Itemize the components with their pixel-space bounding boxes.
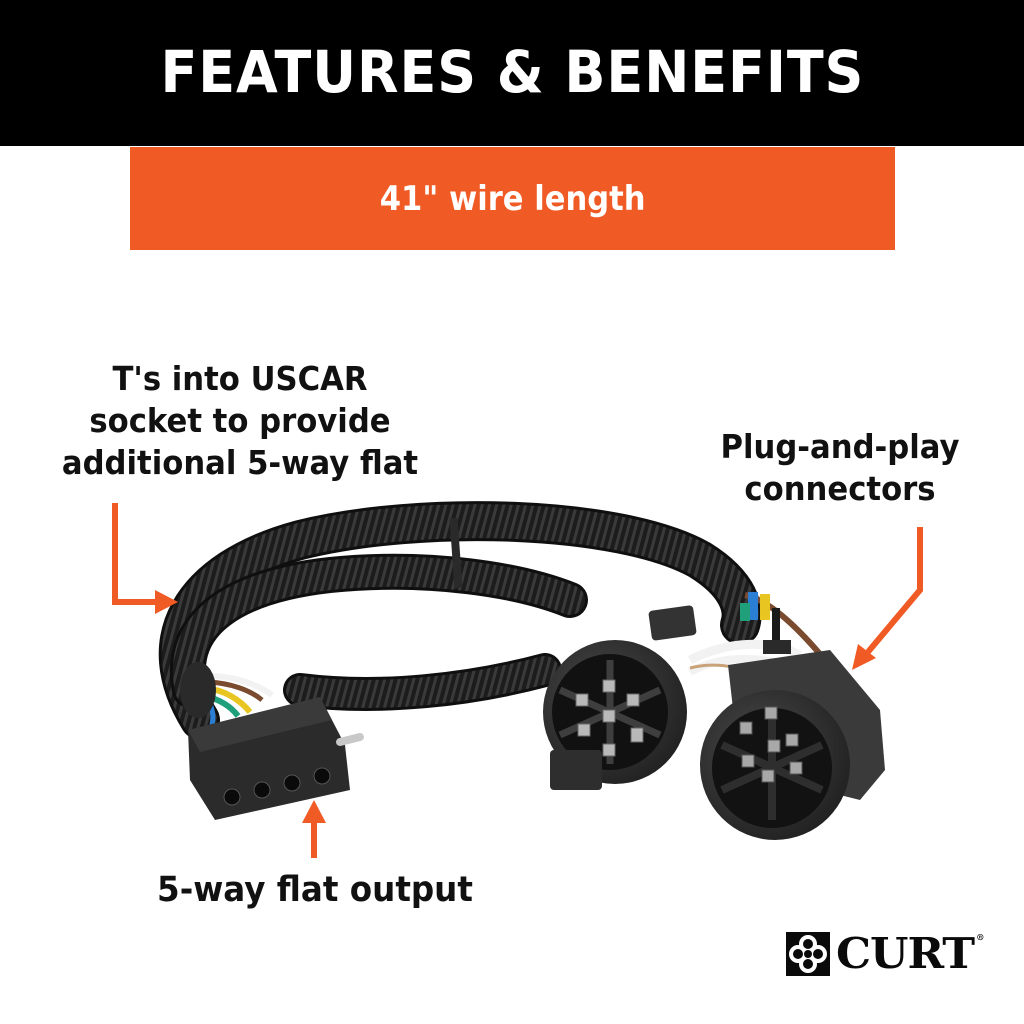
curt-emblem-icon — [786, 932, 830, 976]
seven-way-connector-right — [700, 650, 885, 840]
exposed-wires-left — [180, 662, 274, 726]
arrow-plug-and-play-head — [852, 644, 876, 670]
callout-uscar-line-3: additional 5-way flat — [61, 443, 419, 483]
seven-way-connector-left — [543, 605, 697, 790]
callout-flat-output: 5-way flat output — [143, 868, 487, 913]
arrow-plug-and-play — [865, 527, 923, 654]
callout-uscar-line-2: socket to provide — [89, 401, 391, 441]
header-bar: FEATURES & BENEFITS — [0, 0, 1024, 146]
brand-name: CURT® — [836, 929, 985, 978]
callout-plug-line-1: Plug-and-play — [720, 427, 960, 466]
feature-banner-text: 41" wire length — [379, 178, 646, 219]
header-title: FEATURES & BENEFITS — [160, 38, 864, 106]
callout-plug-line-2: connectors — [744, 469, 936, 509]
feature-banner: 41" wire length — [130, 147, 895, 250]
callout-plug-and-play: Plug-and-play connectors — [701, 426, 980, 510]
arrow-uscar — [112, 503, 158, 605]
callout-uscar: T's into USCAR socket to provide additio… — [45, 358, 436, 485]
callout-flat-line-1: 5-way flat output — [157, 870, 473, 910]
callout-uscar-line-1: T's into USCAR — [112, 359, 368, 398]
arrow-flat-output-head — [302, 800, 326, 823]
five-way-flat-connector — [188, 697, 364, 820]
arrow-uscar-head — [155, 590, 178, 614]
corrugated-loom — [158, 501, 762, 740]
curt-logo: CURT® — [786, 930, 986, 978]
